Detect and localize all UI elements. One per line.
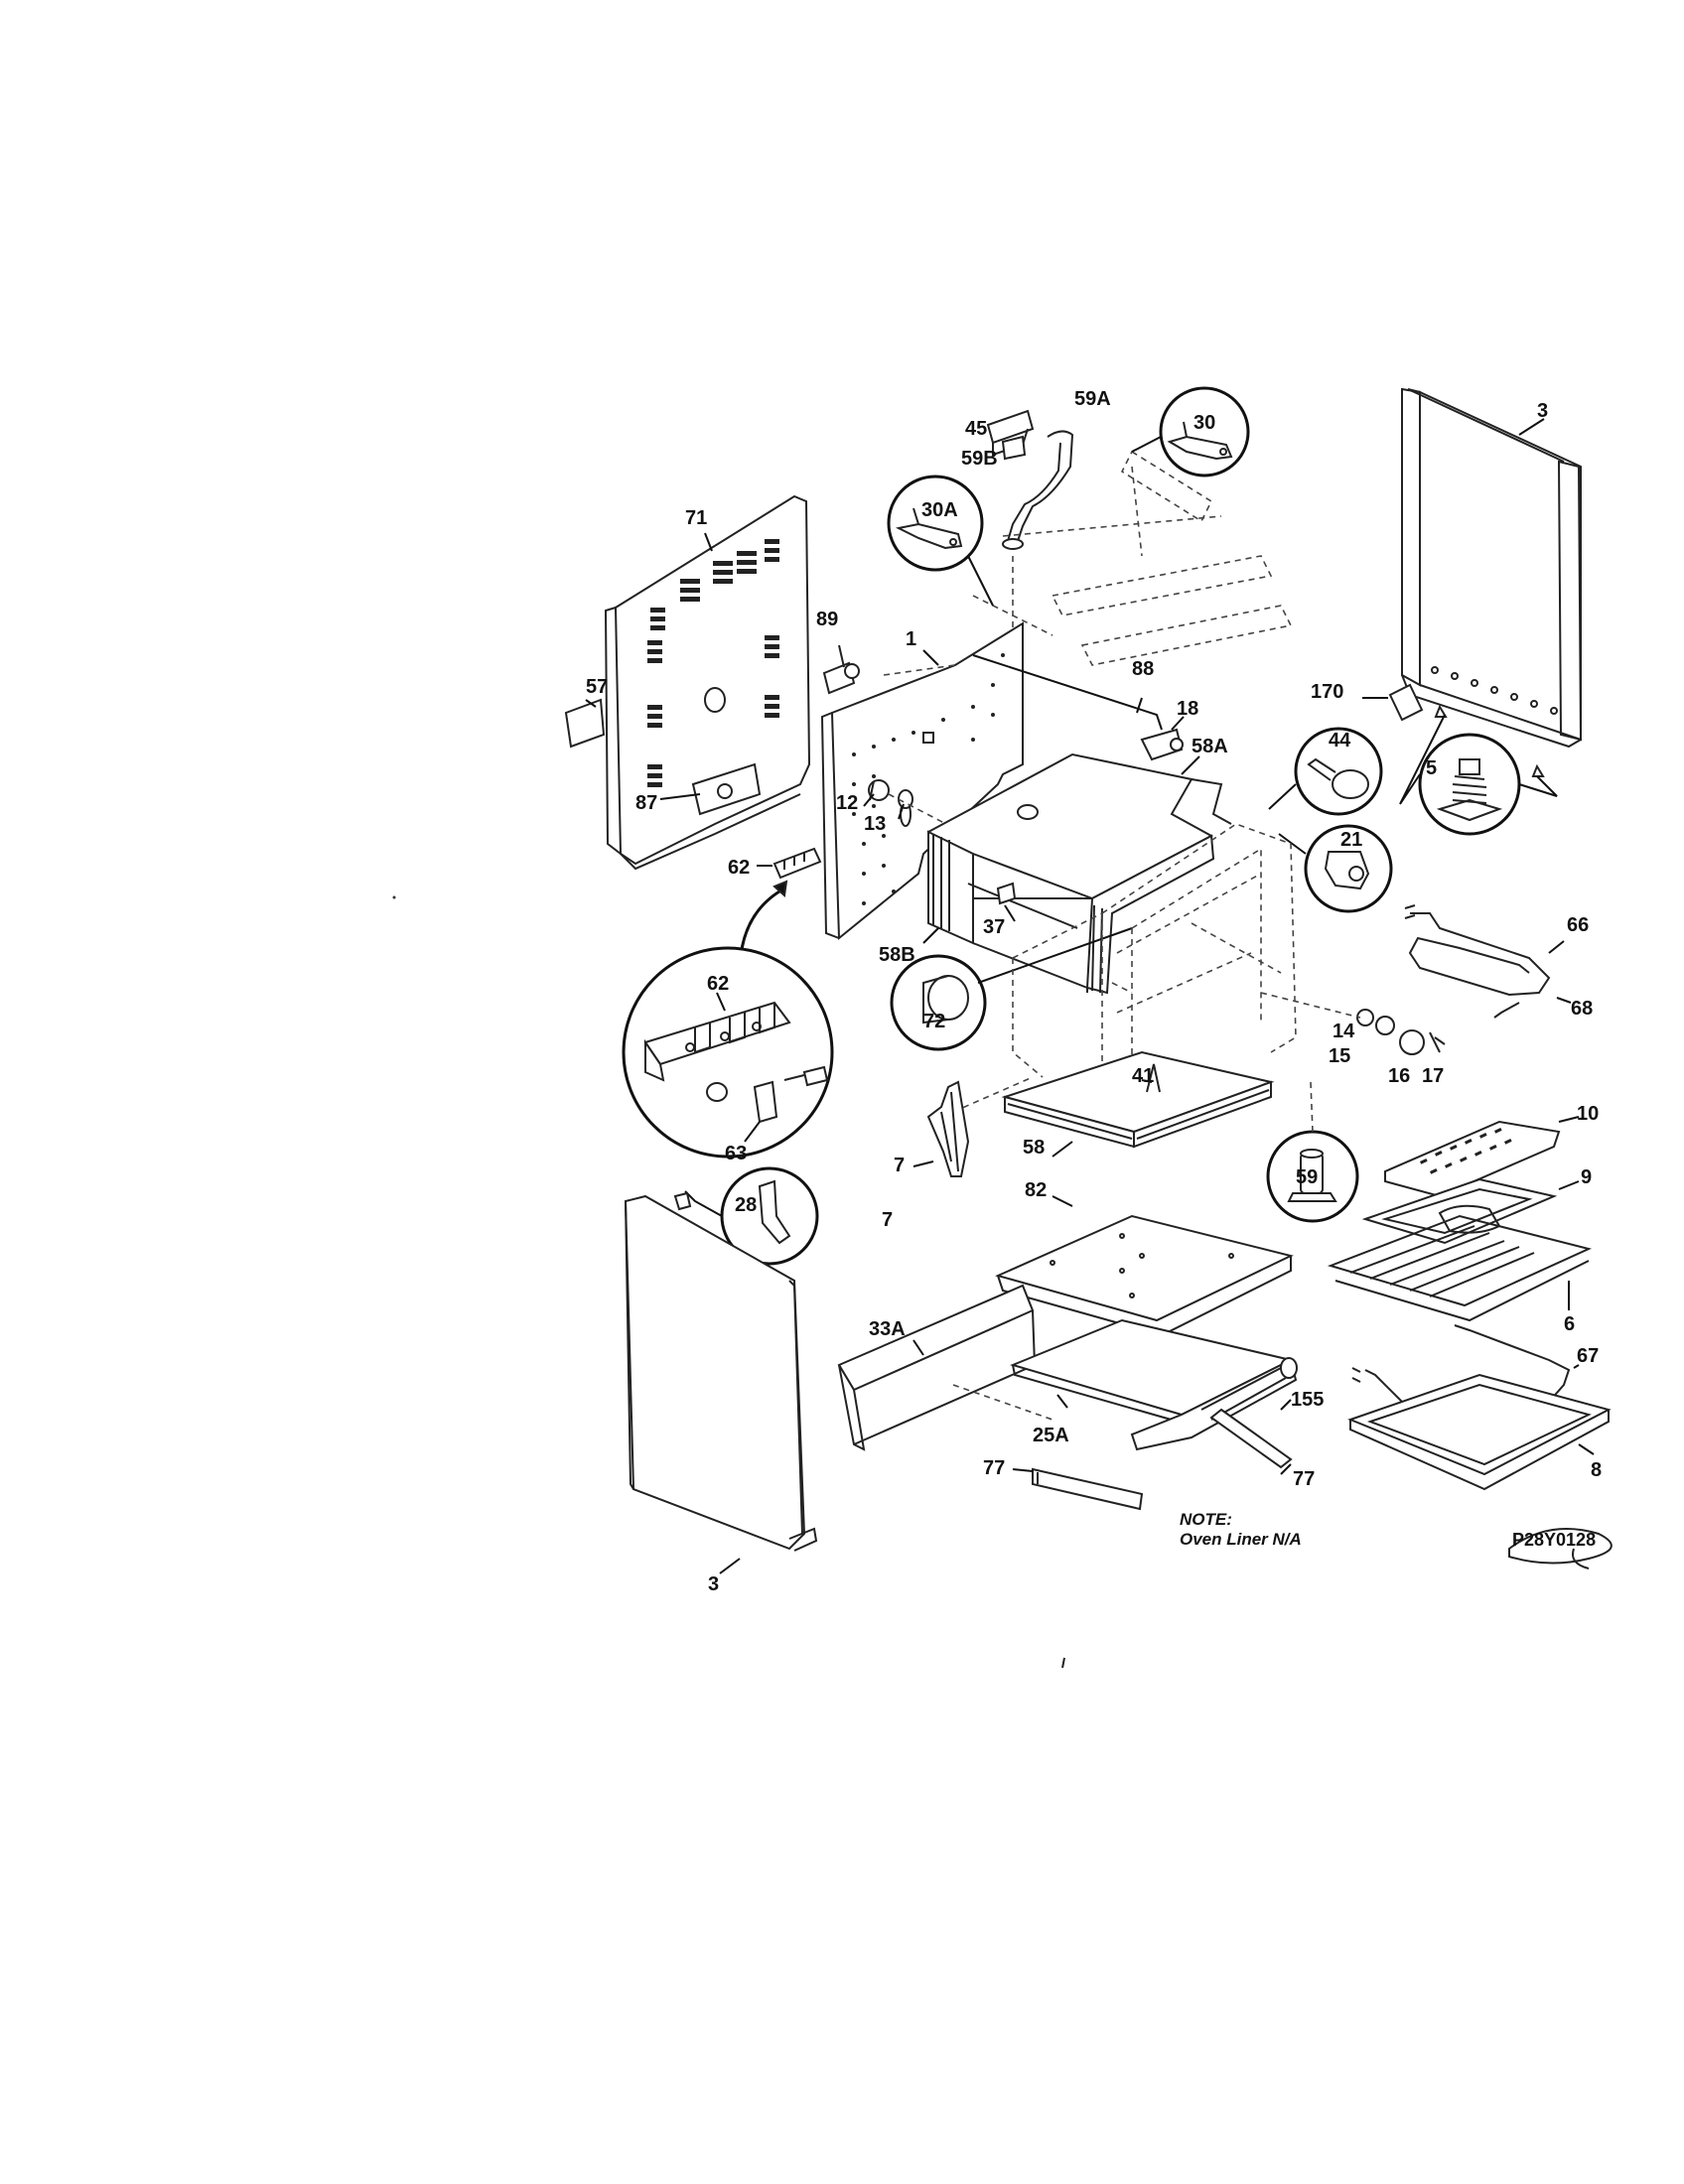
- stray-marks: [392, 895, 1065, 1669]
- callout-30a: [887, 475, 994, 607]
- part-89-bracket: [822, 644, 860, 695]
- label-89: 89: [816, 609, 838, 630]
- upper-burner-assembly: [972, 409, 1293, 666]
- broil-element-66: [1404, 904, 1572, 1019]
- label-30: 30: [1193, 412, 1215, 434]
- oven-bottom-8: [1347, 1373, 1612, 1491]
- label-28: 28: [735, 1194, 757, 1216]
- part-7-hinge: [912, 1080, 970, 1177]
- diagram-code-mark: [1508, 1528, 1613, 1570]
- broil-pan-9: [1361, 1177, 1580, 1245]
- label-10: 10: [1577, 1103, 1599, 1125]
- callout-21: [1268, 783, 1393, 913]
- label-71: 71: [685, 507, 707, 529]
- label-33a: 33A: [869, 1318, 906, 1340]
- label-18: 18: [1177, 698, 1198, 720]
- part-labels: 45 59A 59B 30 30A 3 71 89 1 88 18 58A 17…: [586, 388, 1602, 1595]
- back-panel-71: [604, 494, 811, 871]
- label-13: 13: [864, 813, 886, 835]
- callout-72: [890, 927, 1133, 1051]
- label-66: 66: [1567, 914, 1589, 936]
- note-title: NOTE:: [1180, 1510, 1232, 1529]
- callout-44: [1294, 727, 1383, 816]
- label-5: 5: [1426, 757, 1437, 779]
- label-59a: 59A: [1074, 388, 1111, 410]
- label-72: 72: [923, 1011, 945, 1032]
- label-59: 59: [1296, 1166, 1318, 1188]
- parts-88-18: [972, 654, 1185, 761]
- broil-pan-insert-10: [1384, 1116, 1580, 1198]
- part-37-probe: [967, 882, 1078, 929]
- label-6: 6: [1564, 1313, 1575, 1335]
- label-7a: 7: [894, 1155, 905, 1176]
- part-58-insulation: [952, 1050, 1275, 1158]
- oven-body-outline: [1012, 823, 1297, 1122]
- part-82-panel: [995, 1195, 1294, 1337]
- label-41: 41: [1132, 1065, 1154, 1087]
- side-panel-left: [624, 1191, 818, 1574]
- oven-cavity-insulation: [922, 752, 1232, 995]
- label-12: 12: [836, 792, 858, 814]
- label-21: 21: [1340, 829, 1362, 851]
- label-67: 67: [1577, 1345, 1599, 1367]
- label-25a: 25A: [1033, 1425, 1069, 1446]
- label-63: 63: [725, 1143, 747, 1164]
- label-170: 170: [1311, 681, 1343, 703]
- label-30a: 30A: [921, 499, 958, 521]
- label-3-top: 3: [1537, 400, 1548, 422]
- label-17: 17: [1422, 1065, 1444, 1087]
- label-7b: 7: [882, 1209, 893, 1231]
- label-8: 8: [1591, 1459, 1602, 1481]
- label-16: 16: [1388, 1065, 1410, 1087]
- note-body: Oven Liner N/A: [1180, 1530, 1302, 1549]
- label-62-small: 62: [728, 857, 750, 879]
- label-77a: 77: [983, 1457, 1005, 1479]
- callout-30: [1131, 386, 1250, 478]
- label-14: 14: [1333, 1021, 1355, 1042]
- label-9: 9: [1581, 1166, 1592, 1188]
- label-58: 58: [1023, 1137, 1045, 1159]
- callout-5: [1399, 714, 1558, 836]
- part-57-plate: [564, 698, 606, 749]
- callout-62-63-detail: [622, 946, 834, 1159]
- label-57: 57: [586, 676, 608, 698]
- label-88: 88: [1132, 658, 1154, 680]
- part-62-terminal-small: [757, 847, 822, 880]
- label-3-bottom: 3: [708, 1573, 719, 1595]
- drawer-assembly: [837, 1284, 1298, 1511]
- note-block: NOTE: Oven Liner N/A: [1180, 1510, 1302, 1549]
- label-155: 155: [1291, 1389, 1324, 1411]
- part-170-bracket: [1362, 683, 1545, 777]
- label-15: 15: [1329, 1045, 1350, 1067]
- label-77b: 77: [1293, 1468, 1315, 1490]
- callout-28: [684, 1166, 819, 1266]
- label-1: 1: [906, 628, 916, 650]
- diagram-code: P28Y0128: [1512, 1530, 1596, 1550]
- label-68: 68: [1571, 998, 1593, 1020]
- label-45: 45: [965, 418, 987, 440]
- label-87: 87: [635, 792, 657, 814]
- parts-14-17: [1260, 992, 1446, 1055]
- oven-rack-6: [1327, 1214, 1593, 1322]
- side-panel-right: [1401, 387, 1583, 749]
- label-82: 82: [1025, 1179, 1047, 1201]
- label-58b: 58B: [879, 944, 915, 966]
- label-44: 44: [1329, 730, 1351, 751]
- label-37: 37: [983, 916, 1005, 938]
- callout-59: [1266, 1081, 1359, 1223]
- label-62-detail: 62: [707, 973, 729, 995]
- label-59b: 59B: [961, 448, 998, 470]
- label-58a: 58A: [1192, 736, 1228, 757]
